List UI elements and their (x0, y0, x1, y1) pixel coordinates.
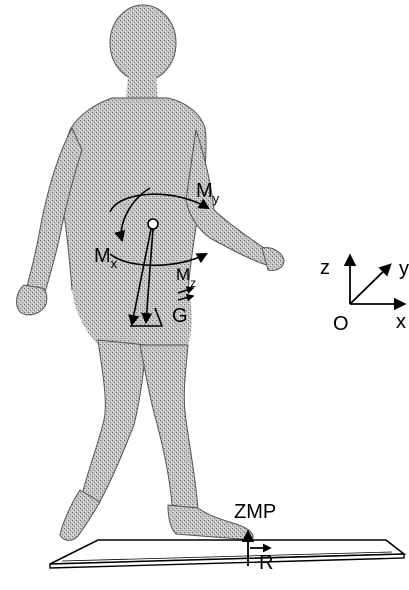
axis-origin-label: O (333, 313, 349, 335)
axis-y-arrow (350, 265, 390, 304)
axis-z-label: z (320, 257, 330, 279)
label-r: R (259, 552, 273, 574)
coordinate-axes (350, 256, 404, 304)
neck (126, 74, 158, 100)
head (110, 5, 176, 81)
axis-y-label: y (399, 258, 409, 280)
label-zmp: ZMP (234, 501, 276, 523)
label-g: G (172, 305, 188, 327)
front-leg (140, 345, 198, 510)
floor-plate (50, 540, 404, 568)
cog-point (148, 219, 158, 229)
left-hand (17, 285, 47, 315)
axis-labels: z y x O (320, 257, 409, 335)
axis-x-label: x (396, 311, 406, 333)
right-hand (262, 248, 284, 271)
rear-leg (82, 340, 146, 507)
